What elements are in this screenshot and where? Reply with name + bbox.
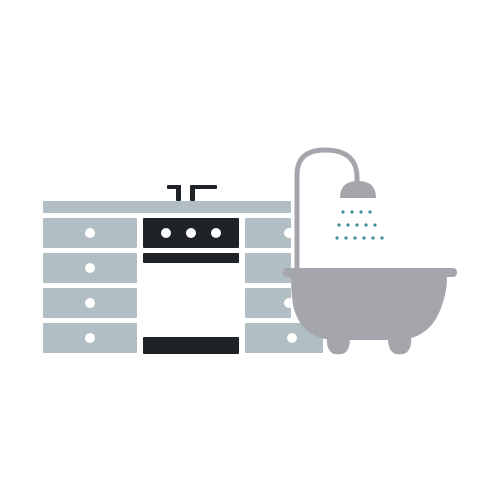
stove-icon: [143, 218, 239, 354]
oven-bottom-bar: [143, 337, 239, 354]
bathtub-basin: [291, 277, 447, 340]
drawer-knob: [284, 228, 294, 238]
drawer-knob: [284, 298, 294, 308]
drawer-knob: [85, 228, 95, 238]
drawer-knob: [287, 333, 297, 343]
stove-knob: [186, 228, 196, 238]
stove-knob: [161, 228, 171, 238]
bathtub-foot-right: [388, 338, 412, 355]
drawer-right-1: [245, 218, 291, 248]
countertop: [43, 201, 291, 213]
drawer-right-4: [245, 323, 323, 353]
shower-head-icon: [340, 181, 376, 198]
drawer-knob: [85, 298, 95, 308]
water-drops: [335, 210, 384, 240]
right-cabinet: [245, 218, 323, 353]
drawer-knob: [85, 333, 95, 343]
left-cabinet: [43, 218, 137, 353]
bathtub-rim: [283, 268, 457, 277]
oven-door-handle: [143, 253, 239, 263]
shower-pipe: [294, 147, 360, 275]
drawer-right-3: [245, 288, 291, 318]
stove-knob: [211, 228, 221, 238]
drawer-knob: [85, 263, 95, 273]
bathtub-icon: [283, 268, 457, 355]
bathtub-foot-left: [326, 338, 350, 355]
faucet-icon: [167, 185, 217, 201]
drawer-right-2: [245, 253, 291, 283]
